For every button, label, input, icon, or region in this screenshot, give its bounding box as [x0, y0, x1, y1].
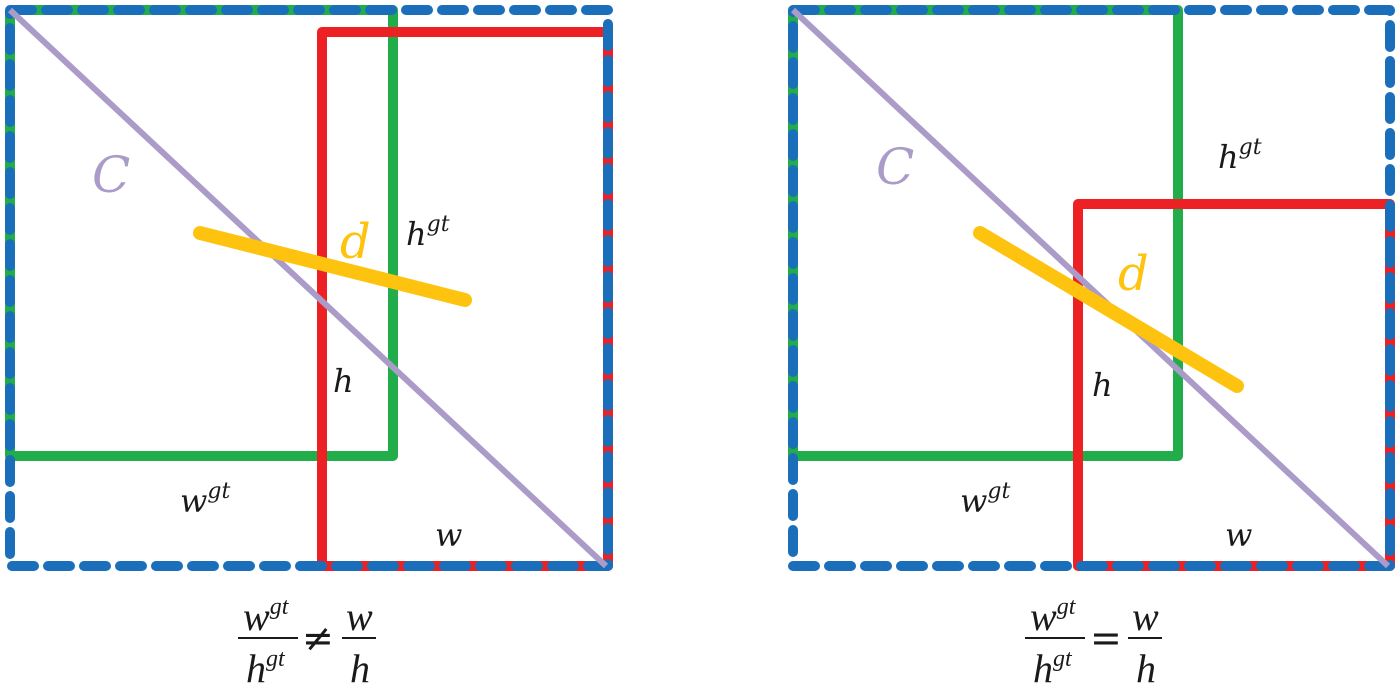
pred-width-label: w	[1225, 516, 1252, 554]
enclosing-box	[5, 5, 613, 571]
formula-right-denominator: h	[1136, 646, 1156, 691]
panel-left: C d hgt h wgt w wgt hgt ≠ w h	[5, 5, 613, 691]
center-distance-line	[973, 226, 1244, 393]
formula-relation: =	[1090, 616, 1122, 660]
gt-width-label: wgt	[960, 479, 1010, 520]
diagonal-label: C	[92, 146, 130, 204]
formula-right-denominator: h	[350, 646, 370, 691]
gt-width-label: wgt	[180, 479, 230, 520]
distance-label: d	[340, 214, 371, 270]
formula-right-numerator: w	[1132, 594, 1159, 639]
aspect-ratio-formula: wgt hgt ≠ w h	[238, 594, 376, 691]
distance-label: d	[1118, 246, 1149, 302]
gt-height-label: hgt	[1218, 135, 1262, 176]
center-distance-line	[193, 226, 472, 307]
diagonal-label: C	[876, 138, 914, 196]
formula-relation: ≠	[302, 616, 334, 660]
formula-left-denominator: hgt	[1033, 646, 1073, 691]
pred-height-label: h	[333, 362, 354, 400]
aspect-ratio-formula: wgt hgt = w h	[1025, 594, 1162, 691]
enclosing-box	[788, 5, 1395, 571]
formula-left-denominator: hgt	[246, 646, 286, 691]
formula-right-numerator: w	[346, 594, 373, 639]
pred-height-label: h	[1092, 366, 1113, 404]
enclosing-diagonal	[7, 7, 609, 569]
formula-left-numerator: wgt	[243, 594, 290, 639]
enclosing-diagonal	[790, 7, 1391, 569]
formula-left-numerator: wgt	[1030, 594, 1077, 639]
pred-width-label: w	[435, 516, 462, 554]
gt-height-label: hgt	[406, 212, 450, 253]
panel-right: C d hgt h wgt w wgt hgt = w h	[788, 5, 1395, 691]
